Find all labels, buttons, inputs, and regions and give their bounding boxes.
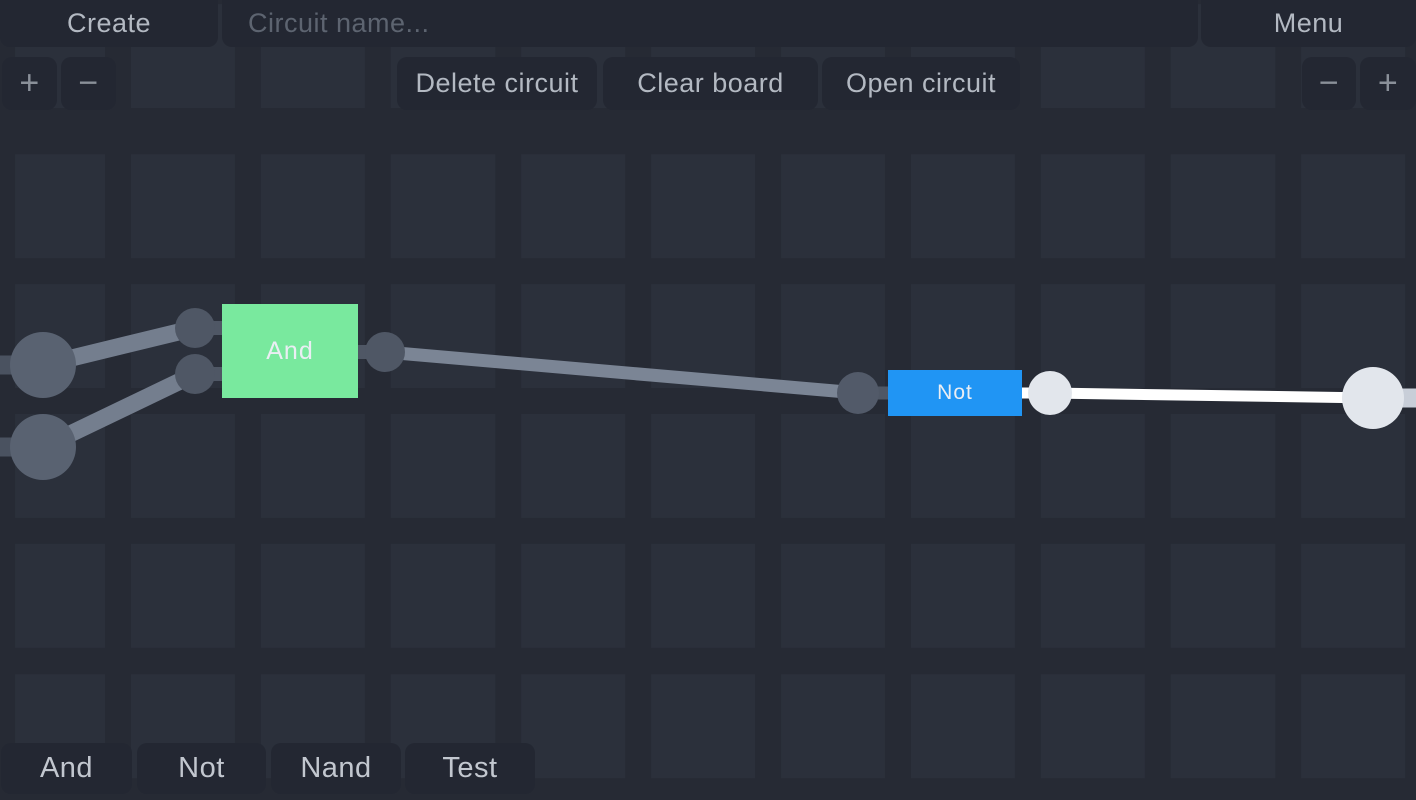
open-circuit-button[interactable]: Open circuit [822, 57, 1020, 110]
clear-board-button[interactable]: Clear board [603, 57, 818, 110]
and-gate-input-node-1[interactable] [175, 308, 215, 348]
zoom-out-left-button[interactable]: − [61, 57, 116, 110]
zoom-in-right-button[interactable]: + [1360, 57, 1416, 110]
and-gate[interactable]: And [222, 304, 358, 398]
and-gate-label: And [266, 336, 314, 365]
zoom-in-left-button[interactable]: + [2, 57, 57, 110]
not-gate-label: Not [937, 381, 973, 404]
palette-item-and[interactable]: And [1, 743, 132, 794]
not-gate-output-node[interactable] [1028, 371, 1072, 415]
input-switch-node-bottom[interactable] [10, 414, 76, 480]
menu-button[interactable]: Menu [1201, 0, 1416, 47]
palette-item-not[interactable]: Not [137, 743, 266, 794]
circuit-name-input[interactable] [222, 0, 1198, 47]
zoom-out-right-button[interactable]: − [1302, 57, 1356, 110]
not-gate-input-node[interactable] [837, 372, 879, 414]
create-button[interactable]: Create [0, 0, 218, 47]
wire-not-to-output [1049, 387, 1374, 404]
not-gate[interactable]: Not [888, 370, 1022, 416]
circuit-output-node[interactable] [1342, 367, 1404, 429]
palette-item-test[interactable]: Test [405, 743, 535, 794]
palette-item-nand[interactable]: Nand [271, 743, 401, 794]
input-switch-node-top[interactable] [10, 332, 76, 398]
wire-and-to-not [384, 345, 859, 400]
and-gate-input-node-2[interactable] [175, 354, 215, 394]
and-gate-output-node[interactable] [365, 332, 405, 372]
delete-circuit-button[interactable]: Delete circuit [397, 57, 597, 110]
